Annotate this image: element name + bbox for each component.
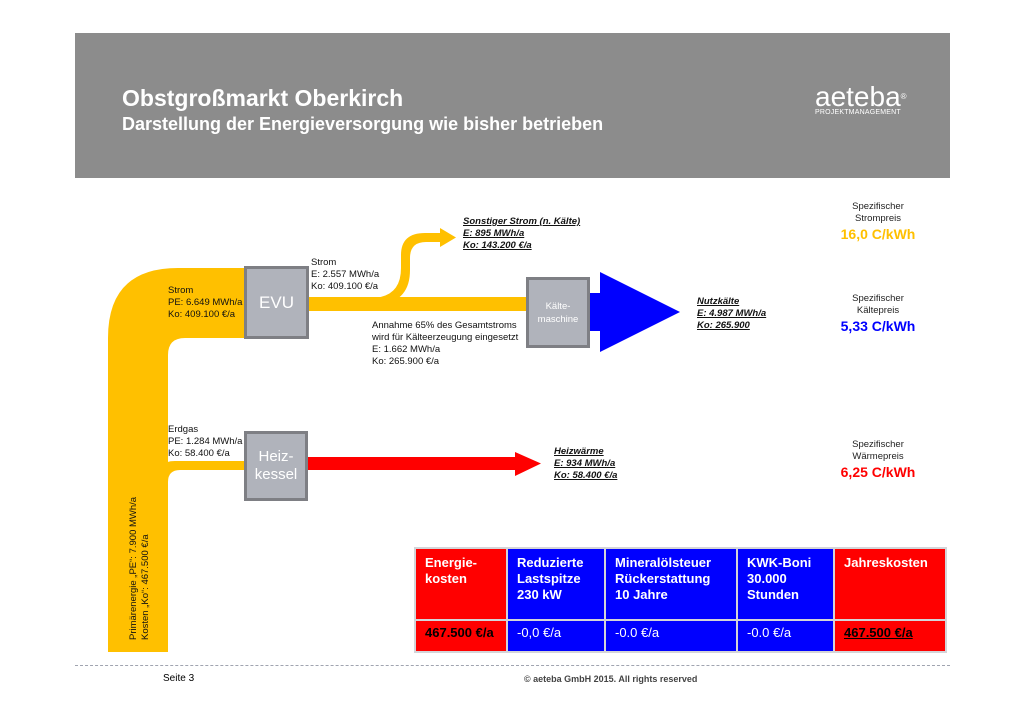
header-line: Reduzierte — [517, 555, 584, 570]
label-line: Strom — [168, 285, 194, 296]
strom-flow — [307, 297, 529, 311]
price-value: 16,0 C/kWh — [840, 226, 916, 242]
price-label: Wärmepreis — [852, 451, 904, 462]
footer-divider — [75, 665, 950, 666]
value-lastspitze: -0,0 €/a — [506, 619, 606, 653]
erdgas-flow — [156, 461, 246, 482]
header-line: Stunden — [747, 587, 799, 602]
header-line: 230 kW — [517, 587, 562, 602]
nutzkaelte-arrow — [588, 272, 680, 352]
header-line: 10 Jahre — [615, 587, 668, 602]
label-line: Sonstiger Strom (n. Kälte) — [463, 216, 581, 227]
header-line: 30.000 — [747, 571, 787, 586]
price-label: Kältepreis — [856, 305, 900, 316]
header-jahreskosten: Jahreskosten — [833, 547, 947, 621]
sonstiger-strom-arrowhead — [440, 228, 456, 247]
label-line: Primärenergie „PE“: 7.900 MWh/a — [128, 496, 139, 640]
label-line: wird für Kälteerzeugung eingesetzt — [372, 332, 519, 343]
label-line: Ko: 58.400 €/a — [554, 470, 618, 481]
logo-subtitle: PROJEKTMANAGEMENT — [815, 109, 901, 116]
table-value-row: 467.500 €/a -0,0 €/a -0.0 €/a -0.0 €/a 4… — [414, 619, 947, 653]
header-energiekosten: Energie-kosten — [414, 547, 508, 621]
label-line: PE: 1.284 MWh/a — [168, 436, 243, 447]
label-line: Ko: 265.900 €/a — [372, 356, 440, 367]
evu-box: EVU — [244, 266, 309, 339]
label-line: Ko: 409.100 €/a — [168, 309, 236, 320]
label-line: Annahme 65% des Gesamtstroms — [372, 320, 517, 331]
header-line: Mineralölsteuer — [615, 555, 712, 570]
header-line: Jahreskosten — [844, 555, 928, 570]
kaeltemaschine-box: Kälte-maschine — [526, 277, 590, 348]
label-line: E: 895 MWh/a — [463, 228, 525, 239]
copyright: © aeteba GmbH 2015. All rights reserved — [524, 674, 698, 684]
header-line: Lastspitze — [517, 571, 581, 586]
value-mineraloelsteuer: -0.0 €/a — [604, 619, 738, 653]
value-jahreskosten: 467.500 €/a — [833, 619, 947, 653]
page-title: Obstgroßmarkt Oberkirch — [122, 85, 404, 111]
value-kwk-boni: -0.0 €/a — [736, 619, 835, 653]
heiz-label-1: Heiz- — [258, 448, 294, 465]
label-line: Nutzkälte — [697, 296, 740, 307]
primary-energy-flow — [108, 268, 246, 652]
evu-label: EVU — [259, 292, 294, 312]
header-line: Energie- — [425, 555, 478, 570]
price-label: Strompreis — [855, 213, 901, 224]
label-line: E: 1.662 MWh/a — [372, 344, 441, 355]
price-value: 6,25 C/kWh — [840, 464, 916, 480]
price-label: Spezifischer — [852, 439, 904, 450]
label-line: Ko: 409.100 €/a — [311, 281, 379, 292]
label-line: E: 4.987 MWh/a — [697, 308, 767, 319]
label-line: Ko: 143.200 €/a — [463, 240, 532, 251]
label-line: Ko: 265.900 — [697, 320, 750, 331]
label-line: Heizwärme — [554, 446, 604, 457]
heiz-label-2: kessel — [254, 466, 298, 483]
value-energiekosten: 467.500 €/a — [414, 619, 508, 653]
label-line: PE: 6.649 MWh/a — [168, 297, 243, 308]
kaelte-label-2: maschine — [537, 313, 579, 325]
label-line: Strom — [311, 257, 337, 268]
price-label: Spezifischer — [852, 293, 904, 304]
header-band: Obstgroßmarkt Oberkirch Darstellung der … — [75, 33, 950, 178]
heizwaerme-arrow — [306, 452, 541, 476]
label-line: Ko: 58.400 €/a — [168, 448, 230, 459]
sonstiger-strom-flow — [370, 233, 443, 305]
heizkessel-box: Heiz-kessel — [244, 431, 308, 501]
registered-icon: ® — [900, 92, 907, 101]
label-line: Erdgas — [168, 424, 199, 435]
kaelte-label-1: Kälte- — [545, 300, 571, 312]
logo-text: aeteba — [815, 81, 901, 112]
header-line: kosten — [425, 571, 467, 586]
header-line: Rückerstattung — [615, 571, 711, 586]
label-line: Kosten „Ko“: 467.500 €/a — [140, 534, 151, 640]
price-label: Spezifischer — [852, 201, 904, 212]
page-number: Seite 3 — [163, 673, 195, 684]
header-line: KWK-Boni — [747, 555, 812, 570]
label-line: E: 2.557 MWh/a — [311, 269, 380, 280]
label-line: E: 934 MWh/a — [554, 458, 616, 469]
logo: aeteba® — [815, 83, 907, 111]
page-subtitle: Darstellung der Energieversorgung wie bi… — [122, 114, 604, 134]
price-value: 5,33 C/kWh — [840, 318, 916, 334]
